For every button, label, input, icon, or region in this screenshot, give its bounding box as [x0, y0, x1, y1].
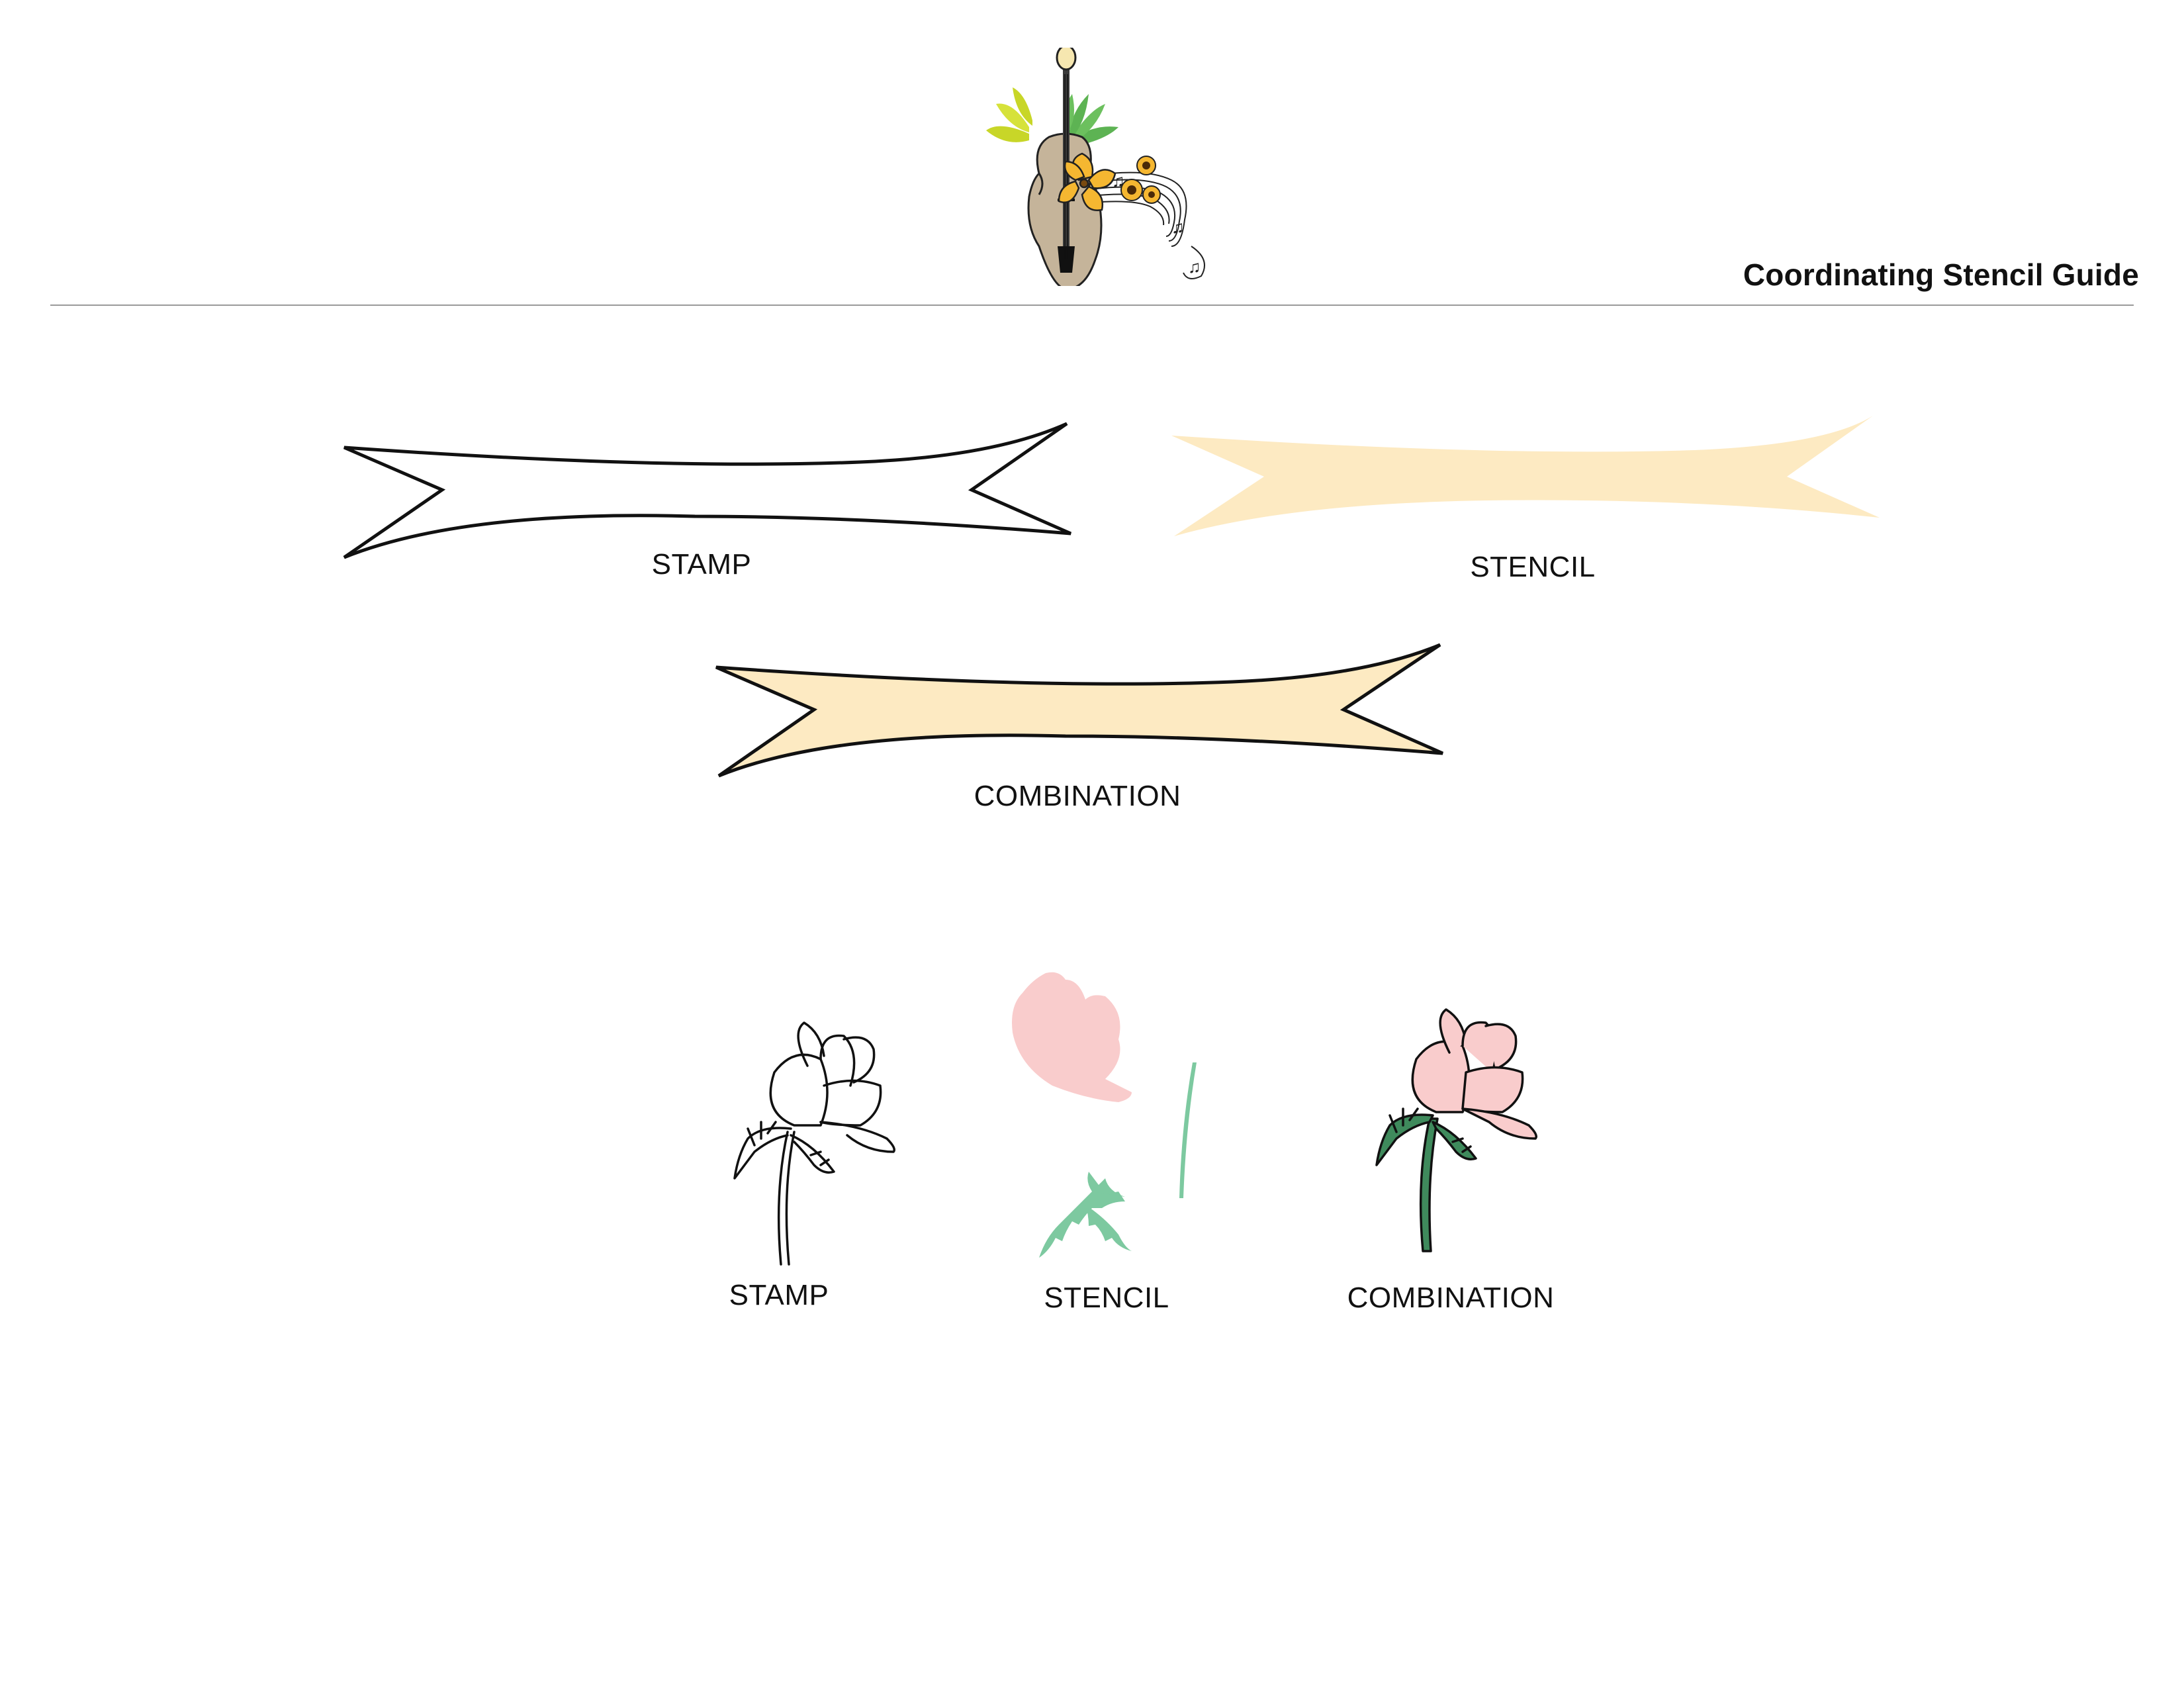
banner-stamp-caption: STAMP [651, 548, 752, 581]
banner-combination [715, 643, 1444, 778]
stencil-petals [1012, 972, 1132, 1102]
stencil-leaf-left [1039, 1185, 1125, 1258]
flower-combination-caption: COMBINATION [1347, 1282, 1555, 1314]
header-divider [50, 305, 2134, 306]
flower-stencil-caption: STENCIL [1044, 1282, 1169, 1314]
page-title: Coordinating Stencil Guide [1743, 258, 2139, 292]
banner-stamp-outline [343, 422, 1072, 559]
flower-combination [1375, 1008, 1537, 1252]
svg-text:♫: ♫ [1188, 257, 1201, 277]
violin-with-flowers-logo: ♫ ♫ ♫ [986, 48, 1205, 286]
svg-text:♫: ♫ [1171, 217, 1185, 237]
flower-stamp-outline [733, 1021, 895, 1266]
small-sunflowers [1120, 156, 1161, 204]
stencil-leaf-right [1087, 1172, 1125, 1197]
stencil-leaf-small [1085, 1205, 1132, 1251]
flower-stencil-pieces [1012, 972, 1197, 1258]
yellow-hibiscus-flower [1058, 152, 1116, 211]
banner-stencil-caption: STENCIL [1470, 551, 1596, 583]
flower-stamp-caption: STAMP [729, 1279, 829, 1311]
banner-stencil-fill [1171, 416, 1880, 536]
banner-combination-caption: COMBINATION [974, 780, 1181, 812]
stencil-stem [1179, 1062, 1197, 1198]
leaf-cluster-left [986, 87, 1032, 142]
